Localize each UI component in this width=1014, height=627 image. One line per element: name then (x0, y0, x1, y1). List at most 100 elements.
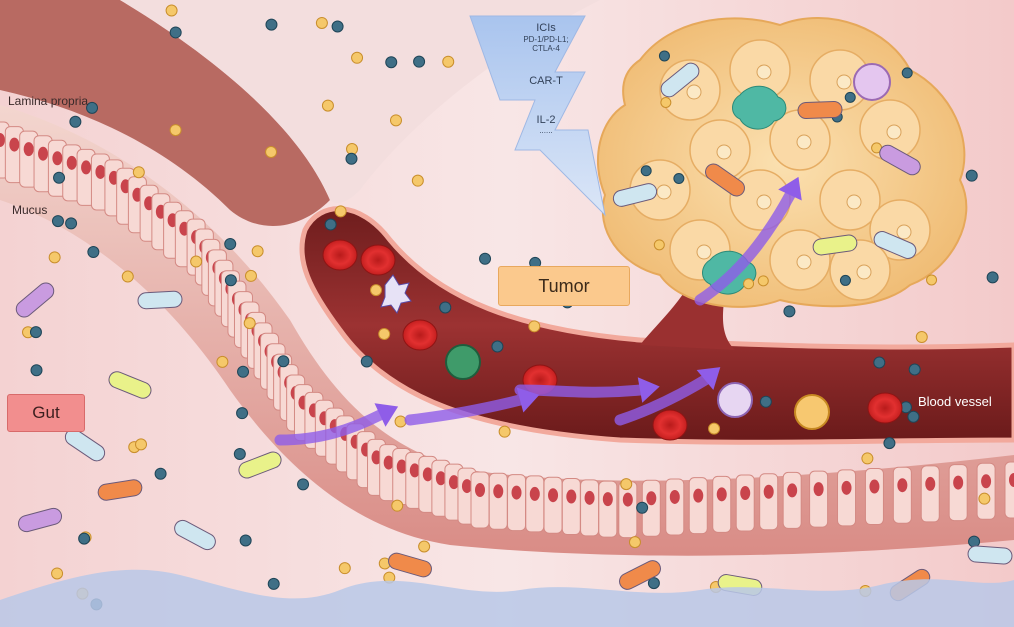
epithelial-cells (0, 121, 1014, 539)
molecule (69, 115, 82, 128)
metabolite (528, 320, 541, 333)
cell-nucleus (9, 137, 20, 152)
lymphocyte (717, 382, 753, 418)
bacterium (967, 545, 1013, 565)
cell-nucleus (0, 133, 5, 147)
epithelial-cell (892, 466, 912, 524)
metabolite (926, 274, 938, 286)
metabolite (132, 166, 145, 179)
blood-vessel-label: Blood vessel (918, 394, 992, 409)
red-blood-cell (402, 319, 438, 351)
epithelial-cell (488, 472, 508, 530)
cell-nucleus (693, 488, 704, 503)
red-blood-cell (360, 244, 396, 276)
epithelial-cell (809, 470, 829, 528)
metabolite (190, 255, 203, 268)
molecule (277, 355, 290, 368)
tumor-cell-nucleus (856, 264, 872, 280)
molecule (65, 217, 78, 230)
cell-nucleus (566, 489, 577, 504)
metabolite (442, 55, 455, 68)
epithelial-cell (864, 468, 884, 526)
metabolite (165, 4, 178, 17)
epithelial-cell (712, 475, 732, 533)
tumor-cell-nucleus (756, 194, 772, 210)
therapy-bolt (469, 15, 606, 217)
metabolite (418, 540, 431, 553)
tumor-cell-nucleus (886, 124, 902, 140)
migration-arrow (514, 384, 646, 398)
metabolite (378, 327, 391, 340)
cell-nucleus (740, 486, 751, 501)
tumor-cell-nucleus (656, 184, 672, 200)
molecule (839, 274, 851, 286)
cell-nucleus (646, 491, 657, 506)
metabolite (169, 124, 182, 137)
metabolite (243, 317, 256, 330)
molecule (29, 326, 42, 339)
metabolite (338, 562, 351, 575)
molecule (673, 172, 685, 184)
dendritic-cell (380, 274, 412, 315)
bacterium (812, 234, 858, 256)
molecules (22, 4, 999, 611)
cell-nucleus (841, 480, 852, 495)
cell-nucleus (716, 487, 727, 502)
bacterium (137, 290, 183, 310)
metabolite (620, 478, 633, 491)
arrow-head (778, 176, 802, 201)
therapy-list: ICIs PD-1/PD-L1; CTLA-4 CAR-T IL-2 .....… (498, 22, 594, 135)
epithelial-cell (507, 474, 527, 532)
molecule (907, 410, 920, 423)
cell-nucleus (925, 476, 936, 491)
cell-nucleus (548, 488, 559, 503)
bacterium (619, 560, 661, 590)
molecule (658, 50, 670, 62)
epithelial-cell (948, 464, 968, 522)
molecule (491, 340, 504, 353)
molecule (636, 501, 649, 514)
epithelial-cell (470, 471, 490, 529)
metabolite (216, 355, 229, 368)
red-blood-cell (867, 392, 903, 424)
cell-nucleus (66, 155, 77, 170)
molecule (239, 534, 252, 547)
molecule (439, 301, 452, 314)
molecule (30, 364, 43, 377)
arrow-head (637, 377, 660, 403)
migration-arrow (404, 394, 526, 426)
cell-nucleus (461, 479, 472, 494)
molecule (87, 246, 100, 259)
metabolite (743, 278, 755, 290)
migration-arrows (274, 176, 802, 446)
epithelial-cell (598, 480, 618, 538)
monocyte (794, 394, 830, 430)
metabolite (394, 415, 407, 428)
molecule (986, 271, 999, 284)
metabolite (121, 270, 134, 283)
bacterium (15, 282, 55, 318)
molecule (236, 407, 249, 420)
molecule (331, 20, 344, 33)
epithelial-cell (976, 462, 996, 520)
cell-nucleus (81, 160, 92, 175)
bacterium (64, 428, 106, 462)
molecule (968, 535, 981, 548)
molecule (783, 305, 796, 318)
cell-nucleus (584, 490, 595, 505)
cell-nucleus (953, 475, 964, 490)
cell-nucleus (1009, 473, 1014, 487)
tumor-cell-nucleus (756, 64, 772, 80)
epithelial-cell (837, 469, 857, 527)
metabolite (653, 239, 665, 251)
molecule (224, 274, 237, 287)
metabolite (389, 114, 402, 127)
metabolite (351, 51, 364, 64)
cell-nucleus (422, 467, 433, 482)
molecule (759, 395, 772, 408)
epithelial-cell (561, 478, 581, 536)
epithelial-cell (525, 475, 545, 533)
bacterium (97, 479, 143, 501)
metabolite (708, 422, 721, 435)
